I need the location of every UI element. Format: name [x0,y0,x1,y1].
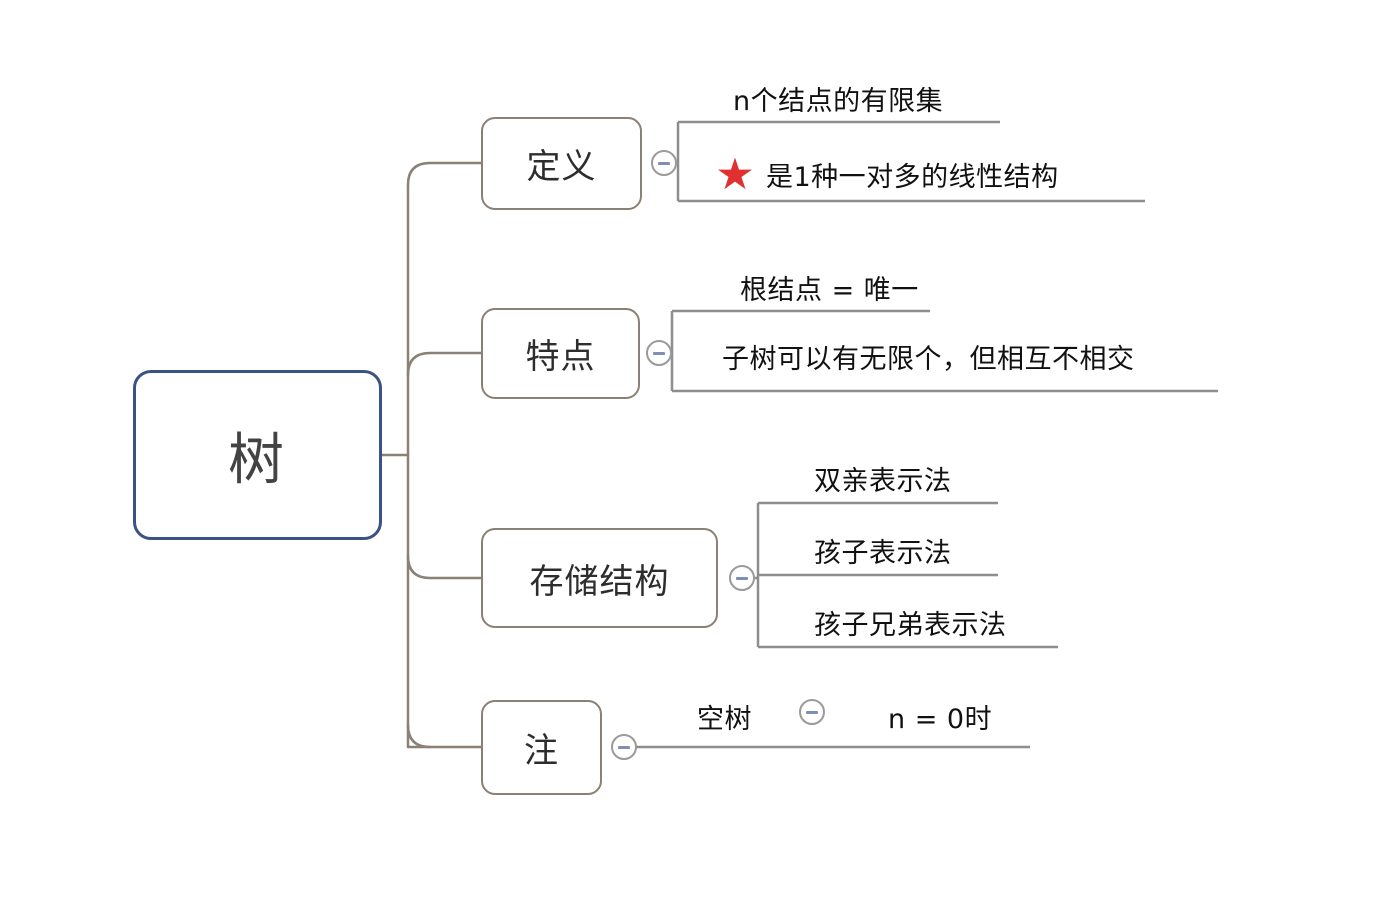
minus-glyph [658,161,670,165]
leaf-note-1[interactable]: 空树 [697,704,752,735]
root-node-tree[interactable]: 树 [133,370,382,540]
branch-node-note[interactable]: 注 [481,700,602,795]
leaf-definition-2[interactable]: 是1种一对多的线性结构 [718,155,1059,194]
leaf-definition-1[interactable]: n个结点的有限集 [733,86,944,117]
leaf-features-2[interactable]: 子树可以有无限个，但相互不相交 [722,344,1135,375]
collapse-minus-icon-storage[interactable] [729,565,755,591]
root-node-label: 树 [228,427,287,493]
collapse-minus-icon-empty-tree[interactable] [799,699,825,725]
leaf-note-2[interactable]: n = 0时 [888,704,993,735]
branch-node-features[interactable]: 特点 [481,308,640,399]
collapse-minus-icon-features[interactable] [646,340,672,366]
red-star-icon [718,157,752,190]
branch-node-features-label: 特点 [525,337,596,377]
wire-branch-features [406,351,483,377]
branch-node-storage[interactable]: 存储结构 [481,528,718,628]
collapse-minus-icon-note[interactable] [611,734,637,760]
branch-node-definition-label: 定义 [526,147,597,187]
wire-branch-storage [406,554,483,580]
leaf-storage-2[interactable]: 孩子表示法 [814,538,952,569]
collapse-minus-icon-definition[interactable] [651,150,677,176]
minus-glyph [618,745,630,749]
leaf-features-1[interactable]: 根结点 = 唯一 [740,275,919,306]
leaf-storage-1[interactable]: 双亲表示法 [814,466,952,497]
branch-node-definition[interactable]: 定义 [481,117,642,210]
wire-branch-note-curve [406,723,432,749]
leaf-storage-3[interactable]: 孩子兄弟表示法 [814,610,1007,641]
wire-branch-definition [406,161,483,187]
minus-glyph [653,351,665,355]
leaf-definition-2-label: 是1种一对多的线性结构 [766,162,1059,193]
minus-glyph [806,710,818,714]
minus-glyph [736,576,748,580]
branch-node-note-label: 注 [524,731,559,771]
branch-node-storage-label: 存储结构 [529,561,670,602]
